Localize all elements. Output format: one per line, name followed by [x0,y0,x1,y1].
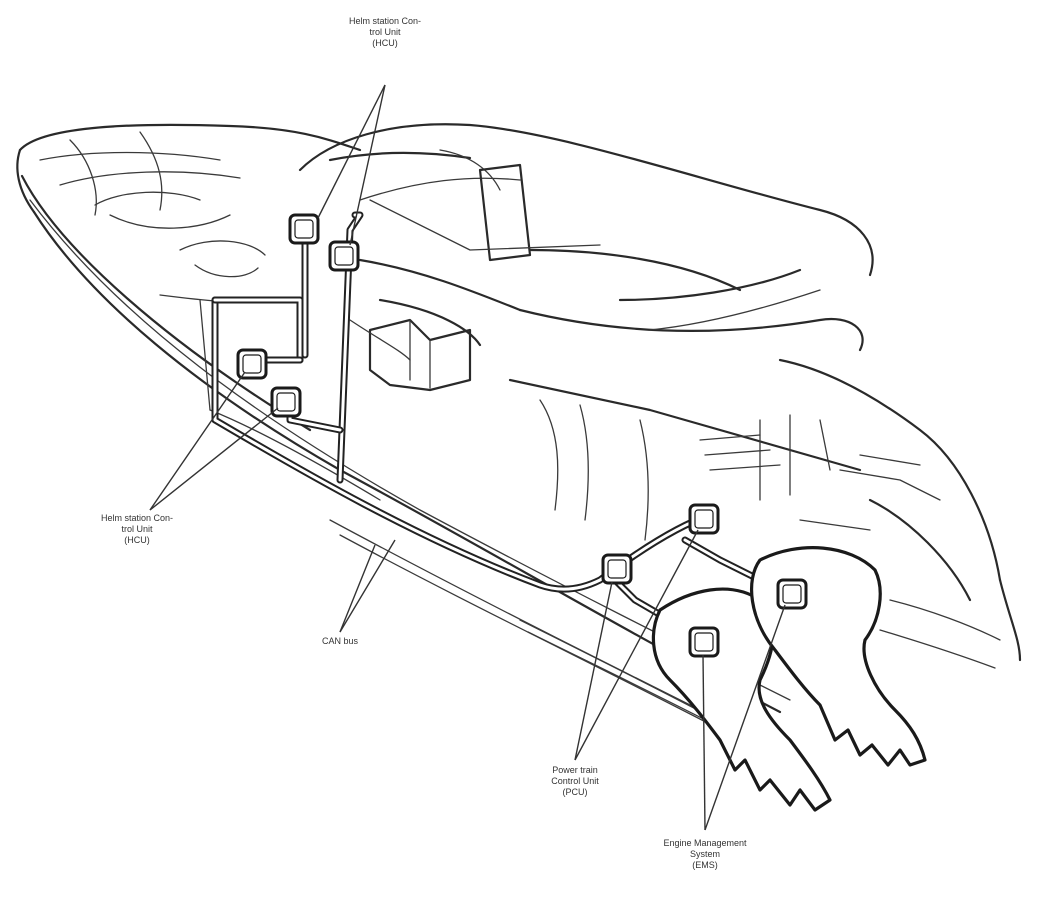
label-line: Control Unit [551,776,599,786]
pcu-module-1 [601,553,633,585]
label-line: Helm station Con- [100,513,174,523]
label-line: trol Unit [369,27,401,37]
leader-lines [149,84,786,831]
hcu-module-left-2 [270,386,302,418]
label-line: trol Unit [121,524,153,534]
label-line: Engine Management [663,838,747,848]
label-can-bus: CAN bus [290,636,390,647]
ems-module-1 [688,626,720,658]
modules [236,213,808,658]
label-line: Helm station Con- [348,16,422,26]
label-ems: Engine Management System (EMS) [640,838,770,871]
hcu-module-left-1 [236,348,268,380]
boat-hull [16,123,1022,743]
label-hcu-top: Helm station Con- trol Unit (HCU) [320,16,450,49]
label-line: Power train [552,765,598,775]
label-hcu-left: Helm station Con- trol Unit (HCU) [72,513,202,546]
label-line: CAN bus [321,636,358,646]
label-line: (HCU) [372,38,398,48]
pcu-module-2 [688,503,720,535]
ems-module-2 [776,578,808,610]
hcu-module-top-1 [288,213,320,245]
label-pcu: Power train Control Unit (PCU) [520,765,630,798]
label-line: (HCU) [124,535,150,545]
label-line: (EMS) [692,860,718,870]
hcu-module-top-2 [328,240,360,272]
label-line: System [689,849,720,859]
label-line: (PCU) [562,787,588,797]
